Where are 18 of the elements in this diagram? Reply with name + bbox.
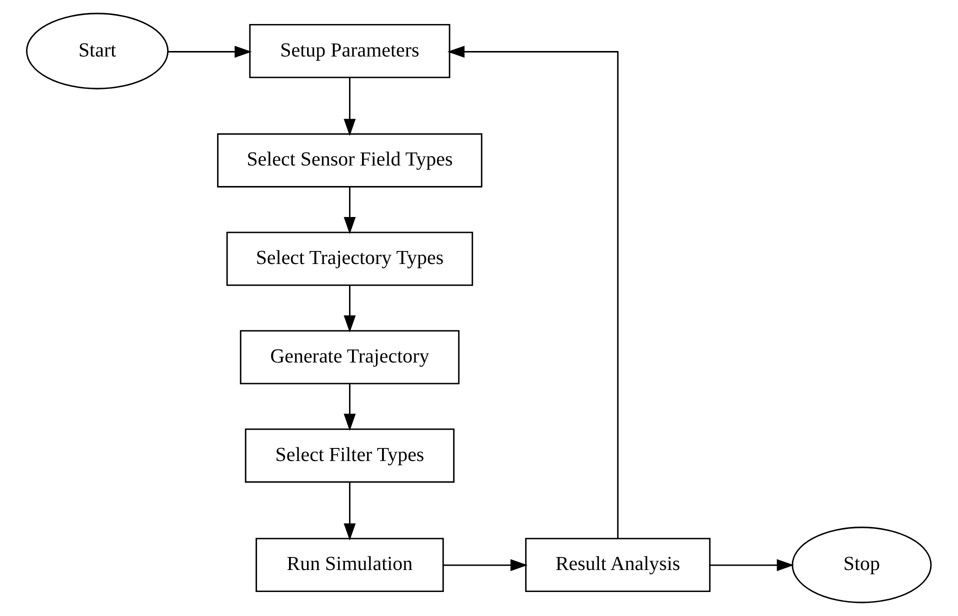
- arrow: [344, 78, 356, 136]
- arrow: [344, 384, 356, 431]
- node-box: Select Filter Types: [244, 428, 455, 483]
- node-ellipse: Stop: [792, 526, 932, 604]
- node-ellipse: Start: [26, 12, 169, 90]
- arrow: [168, 46, 252, 58]
- arrow: [344, 187, 356, 234]
- node-box: Generate Trajectory: [240, 330, 460, 384]
- arrow: [344, 286, 356, 332]
- arrow: [444, 559, 528, 572]
- node-box: Select Trajectory Types: [226, 232, 474, 286]
- node-box: Setup Parameters: [249, 24, 450, 78]
- node-box: Result Analysis: [525, 538, 711, 592]
- arrow: [344, 482, 356, 540]
- arrow: [710, 559, 794, 572]
- arrow: [447, 46, 619, 538]
- node-box: Select Sensor Field Types: [217, 133, 482, 188]
- node-box: Run Simulation: [256, 538, 444, 592]
